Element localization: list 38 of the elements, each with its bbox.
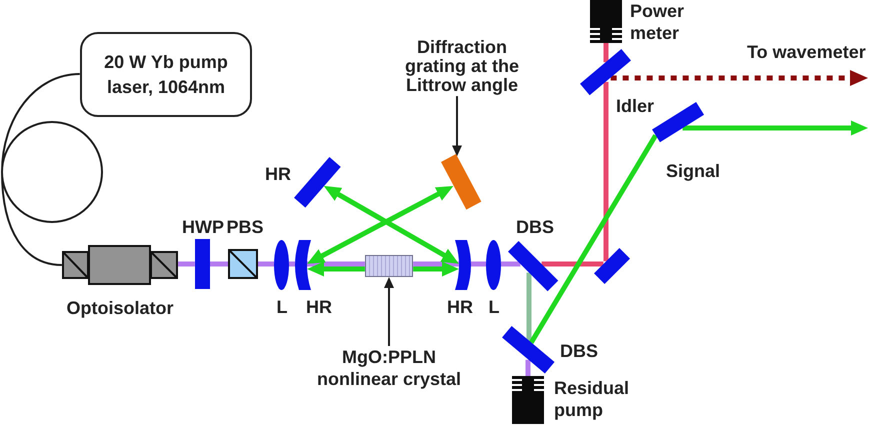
component-label: DBS [560, 340, 598, 362]
callout-text: MgO:PPLN nonlinear crystal [309, 346, 469, 390]
idler-beam [604, 43, 608, 62]
component-label: Residual pump [554, 377, 630, 421]
component-label: L [276, 296, 288, 318]
component-label: HWP [182, 216, 224, 238]
beam-arrow [307, 262, 365, 276]
beam-arrow [682, 120, 868, 136]
component-label: HR [306, 296, 332, 318]
nonlinear-crystal [365, 255, 413, 277]
component-label: DBS [516, 216, 554, 238]
idler-beam [542, 262, 604, 266]
beam-arrow [610, 70, 868, 86]
pump-beam [210, 262, 228, 266]
leader-arrow [384, 277, 394, 346]
pump-beam [307, 262, 365, 266]
pump-beam [501, 262, 520, 266]
callout-text: Diffraction grating at the Littrow angle [392, 38, 532, 96]
component-label: Optoisolator [66, 297, 174, 319]
pump-beam [471, 262, 486, 266]
pump-beam [289, 262, 295, 266]
component-label: Power meter [630, 0, 686, 44]
component-label: PBS [226, 216, 264, 238]
pump-beam [258, 262, 274, 266]
leader-arrow [452, 96, 462, 156]
pump-beam [526, 360, 530, 376]
source-label: 20 W Yb pump laser, 1064nm [103, 50, 229, 98]
pump-beam [413, 262, 459, 266]
idler-beam [604, 82, 608, 262]
beam [526, 272, 532, 341]
component-label: HR [447, 296, 473, 318]
pump-beam [178, 262, 195, 266]
laser-source-box [80, 32, 252, 117]
signal-beam [529, 134, 658, 344]
beam-arrow [413, 262, 459, 276]
optical-fiber [1, 73, 103, 266]
component-label: L [488, 296, 500, 318]
component-label: HR [265, 162, 291, 185]
